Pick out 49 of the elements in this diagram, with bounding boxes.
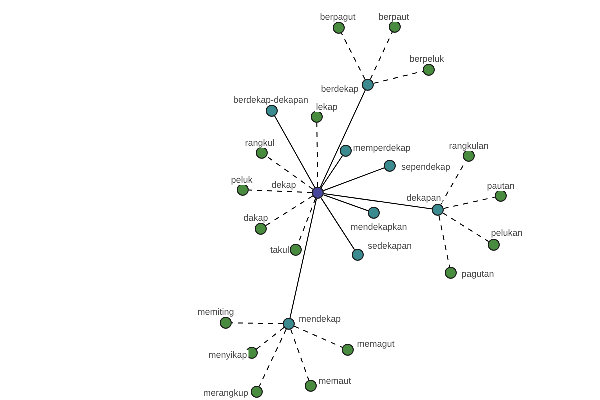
node-label: dekapan [406, 193, 442, 203]
dashed-connector [341, 32, 366, 80]
node-label: mendekapkan [350, 222, 408, 232]
connector-line [320, 90, 366, 188]
dashed-connector [290, 329, 310, 381]
node-label: memperdekap [352, 143, 412, 153]
node-label: pautan [486, 181, 516, 191]
connector-line [323, 194, 369, 212]
node-label: memaut [318, 376, 352, 386]
node-label: mendekap [298, 314, 342, 324]
node-label: memiting [196, 307, 236, 317]
dashed-connector [266, 156, 314, 190]
connector-line [320, 156, 344, 188]
node-label: berpaut [378, 12, 410, 22]
dashed-connector [443, 196, 496, 210]
dashed-connector [259, 328, 287, 388]
node-label: peluk [230, 175, 254, 185]
node-label: pagutan [460, 269, 496, 279]
node-label: lekap [315, 102, 339, 112]
node-label: memagut [356, 339, 396, 349]
node-label: dekap [270, 180, 298, 190]
dashed-connector [294, 326, 343, 348]
node-label: rangkulan [448, 141, 490, 151]
node-label: berdekap-dekapan [232, 95, 310, 105]
node-label: berdekap [320, 84, 360, 94]
node-label: menyikap [208, 350, 248, 360]
node-label: berpeluk [408, 54, 446, 64]
node-label: sependekap [400, 162, 452, 172]
dashed-connector [248, 190, 312, 194]
dashed-connector [438, 215, 450, 268]
node-label: rangkul [244, 138, 276, 148]
dashed-connector [373, 70, 424, 84]
dashed-connector [370, 32, 393, 80]
node-label: merangkup [202, 388, 250, 398]
dashed-connector [266, 196, 314, 226]
connector-line [320, 198, 356, 250]
node-label: pelukan [490, 228, 524, 238]
dashed-connector [232, 322, 284, 324]
node-label: takul [270, 245, 290, 255]
connector-line [274, 116, 316, 188]
dashed-connector [316, 122, 318, 188]
dashed-connector [256, 327, 285, 350]
connector-line [323, 168, 385, 192]
node-label: berpagut [319, 12, 357, 22]
dashed-connector [442, 212, 490, 242]
node-label: sedekapan [366, 241, 414, 251]
connector-line [290, 198, 318, 319]
connector-line [323, 193, 433, 210]
node-label: dakap [242, 213, 270, 223]
